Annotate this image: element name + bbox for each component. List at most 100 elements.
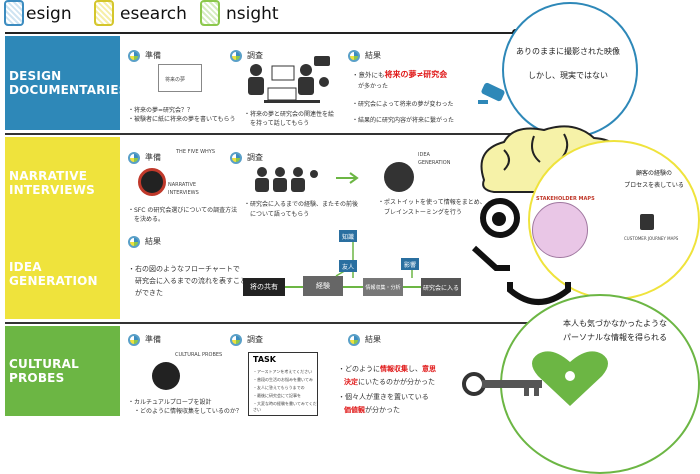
stakeholder-map-icon: [532, 202, 588, 258]
cultural-result-text-1: ・どのように: [338, 365, 380, 373]
phase-label-result-3: 結果: [365, 335, 381, 344]
flow-step-3: 情報収集・分析: [363, 278, 403, 296]
idea-generation-icon: [384, 162, 414, 192]
phase-label-survey-3: 調査: [247, 335, 263, 344]
cultural-prep-note-2: ・どのように情報収集をしているのか？: [128, 408, 242, 415]
probes-caption: CULTURAL PROBES: [175, 352, 223, 358]
title-row: esign esearch nsight: [0, 0, 700, 30]
dream-paper-label: 将来の夢: [165, 77, 186, 83]
cultural-result-text-2: にいたるのかが分かった: [358, 378, 435, 386]
face-pupil-icon: [492, 212, 506, 226]
separator-mid2: [5, 322, 585, 324]
cultural-prep-note-1: ・カルチュアルプローブを設計: [128, 399, 212, 406]
stakeholder-caption: STAKEHOLDER MAPS: [536, 196, 595, 202]
phase-pie-icon: [230, 50, 242, 62]
title-word-esearch: esearch: [120, 4, 187, 24]
separator-top: [5, 32, 517, 34]
probe-kit-icon: [152, 362, 180, 390]
key-icon: [462, 372, 542, 396]
phase-pie-icon: [128, 50, 140, 62]
design-survey-note-1: ・将来の夢と研究会の関連性を絵: [244, 111, 335, 118]
flow-node-friend: 友人: [339, 260, 357, 272]
face-eye-icon: [480, 198, 520, 238]
face-mouth-icon: [507, 282, 571, 305]
phase-pie-icon: [348, 50, 360, 62]
cultural-red-decision-2: 決定: [344, 378, 358, 386]
band-design-line2: DOCUMENTARIES: [9, 83, 128, 97]
green-text-2: パーソナルな情報を得られる: [563, 333, 667, 342]
band-idea-line1: IDEA: [9, 260, 42, 274]
idea-caption-2: GENERATION: [418, 160, 451, 166]
band-design-documentaries: DESIGN DOCUMENTARIES: [5, 36, 127, 130]
idea-survey-note-1: ・ポストイットを使って情報をまとめ、: [378, 199, 486, 206]
phase-pie-icon: [230, 334, 242, 346]
title-word-nsight: nsight: [226, 4, 279, 24]
cultural-result-line-1: ・どのように情報収集し、意思: [338, 364, 436, 374]
design-result-note-1b: が多かった: [352, 83, 389, 90]
yellow-text-2: プロセスを表している: [624, 182, 684, 189]
band-narrative-line1: NARRATIVE: [9, 169, 88, 183]
idea-result-note-1: ・右の図のようなフローチャートで: [128, 265, 240, 273]
letter-r-logo: [94, 0, 114, 26]
narrative-survey-note-2: について語ってもらう: [244, 211, 310, 218]
flow-step-2: 経験: [303, 276, 343, 296]
phase-pie-icon: [348, 334, 360, 346]
group-interview-icon: [255, 167, 318, 192]
band-idea-line2: GENERATION: [9, 274, 98, 288]
narrative-caption-1: NARRATIVE: [168, 182, 197, 188]
cultural-result-text-1b: し、: [408, 365, 422, 373]
design-result-note-2: ・研究会によって将来の夢が変わった: [352, 101, 454, 108]
narrative-prep-note-2: を決める。: [128, 216, 165, 223]
task-card: TASK ・アーストアンを考えてください ・普段の生活のお悩みを書いてみ ・友人…: [248, 352, 318, 416]
phase-label-result: 結果: [365, 51, 381, 60]
band-cultural-probes: CULTURAL PROBES: [5, 326, 120, 416]
phase-label-survey: 調査: [247, 51, 263, 60]
narrative-prep-note-1: ・SFC の研究会選びについての調査方法: [128, 207, 238, 214]
cultural-red-info: 情報収集: [380, 365, 408, 373]
task-line: ・大変な時の経験を書いてみてください: [253, 401, 317, 412]
band-cultural-line2: PROBES: [9, 371, 65, 385]
flow-step-4: 研究会に入る: [421, 278, 461, 296]
journey-caption: CUSTOMER JOURNEY MAPS: [624, 236, 679, 241]
yellow-text-1: 顧客の経験の: [635, 170, 672, 177]
phase-pie-icon: [128, 152, 140, 164]
cultural-red-values: 価値観: [344, 406, 365, 414]
interview-illustration-icon: [248, 64, 329, 103]
blue-circle-text-1: ありのままに撮影された映像: [516, 47, 620, 56]
security-camera-icon: [478, 82, 505, 104]
idea-result-note-2: 研究会に入るまでの流れを表すこと: [128, 277, 247, 285]
task-card-title: TASK: [253, 355, 276, 364]
design-result-note-1-text: ・意外にも: [352, 71, 385, 79]
task-line: ・アーストアンを考えてください: [253, 369, 313, 374]
band-design-line1: DESIGN: [9, 69, 62, 83]
title-word-esign: esign: [26, 4, 72, 24]
task-line: ・普段の生活のお悩みを書いてみ: [253, 377, 313, 382]
task-line: ・最後に研究会にて記事を: [253, 393, 301, 398]
flow-step-1: 将の共有: [243, 278, 285, 296]
design-doc-circle: [502, 2, 638, 138]
phase-pie-icon: [128, 236, 140, 248]
cultural-result-line-3: ・個々人が重きを置いている: [338, 393, 429, 401]
band-narrative-line2: INTERVIEWS: [9, 183, 95, 197]
design-prep-note-2: ・被験者に紙に将来の夢を書いてもらう: [128, 116, 236, 123]
phase-pie-icon: [230, 152, 242, 164]
dream-paper-box: 将来の夢: [158, 64, 202, 92]
idea-result-note-3: ができた: [128, 289, 163, 297]
idea-survey-note-2: ブレインストーミングを行う: [378, 209, 462, 216]
narrative-interview-icon: [138, 168, 166, 196]
blue-circle-text-2: しかし、現実ではない: [528, 71, 608, 80]
band-cultural-line1: CULTURAL: [9, 357, 79, 371]
idea-caption-1: IDEA: [418, 152, 430, 158]
design-result-note-1: ・意外にも将来の夢≠研究会: [352, 70, 447, 80]
phase-label-survey-2: 調査: [247, 153, 263, 162]
design-result-note-3: ・結果的に研究内容が将来に繋がった: [352, 117, 455, 124]
letter-i-logo: [200, 0, 220, 26]
cultural-red-decision-1: 意思: [422, 365, 436, 373]
narrative-caption-2: INTERVIEWS: [168, 190, 199, 196]
journey-map-icon: [640, 214, 654, 230]
flow-node-knowledge: 知識: [339, 230, 357, 242]
phase-label-prep-3: 準備: [145, 335, 161, 344]
letter-d-logo: [4, 0, 24, 26]
phase-pie-icon: [128, 334, 140, 346]
design-survey-note-2: を持って話してもらう: [244, 120, 310, 127]
